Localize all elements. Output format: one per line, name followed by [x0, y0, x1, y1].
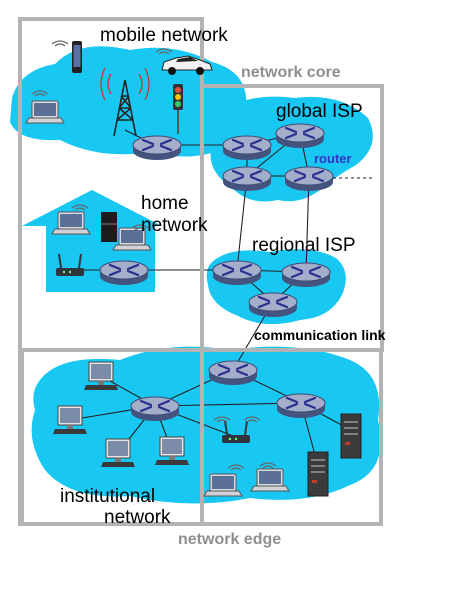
router-icon — [283, 165, 335, 193]
router-icon — [207, 359, 259, 387]
laptop-icon — [25, 100, 65, 124]
network-edge-label: network edge — [178, 531, 282, 548]
cell-tower-icon — [100, 67, 150, 137]
router-label: router — [314, 151, 352, 166]
desktop-icon — [52, 405, 88, 435]
router-icon — [98, 259, 150, 287]
router-icon — [274, 122, 326, 150]
institutional-network-label-line1: institutional — [60, 486, 156, 507]
desktop-icon — [83, 361, 119, 391]
network-core-label: network core — [241, 64, 341, 81]
refrigerator-icon — [101, 212, 117, 242]
traffic-light-icon — [173, 84, 183, 134]
home-network-label-line2: network — [141, 215, 208, 236]
server-icon — [307, 451, 329, 497]
network-core-box — [200, 84, 384, 352]
router-icon — [221, 134, 273, 162]
regional-isp-label: regional ISP — [252, 235, 356, 256]
router-icon — [221, 165, 273, 193]
desktop-icon — [154, 436, 190, 466]
communication-link-label: communication link — [254, 327, 386, 343]
router-icon — [275, 392, 327, 420]
desktop-icon — [100, 438, 136, 468]
mobile-network-label: mobile network — [100, 25, 228, 46]
router-icon — [129, 395, 181, 423]
server-icon — [340, 413, 362, 459]
laptop-icon — [250, 468, 290, 492]
laptop-icon — [203, 473, 243, 497]
laptop-icon — [51, 211, 91, 235]
global-isp-label: global ISP — [276, 101, 363, 122]
car-icon — [161, 55, 213, 75]
institutional-network-label-line2: network — [104, 507, 171, 528]
smartphone-icon — [72, 41, 82, 73]
router-icon — [211, 259, 263, 287]
router-icon — [247, 291, 299, 319]
router-icon — [280, 261, 332, 289]
home-network-label-line1: home — [141, 193, 189, 214]
router-icon — [131, 134, 183, 162]
